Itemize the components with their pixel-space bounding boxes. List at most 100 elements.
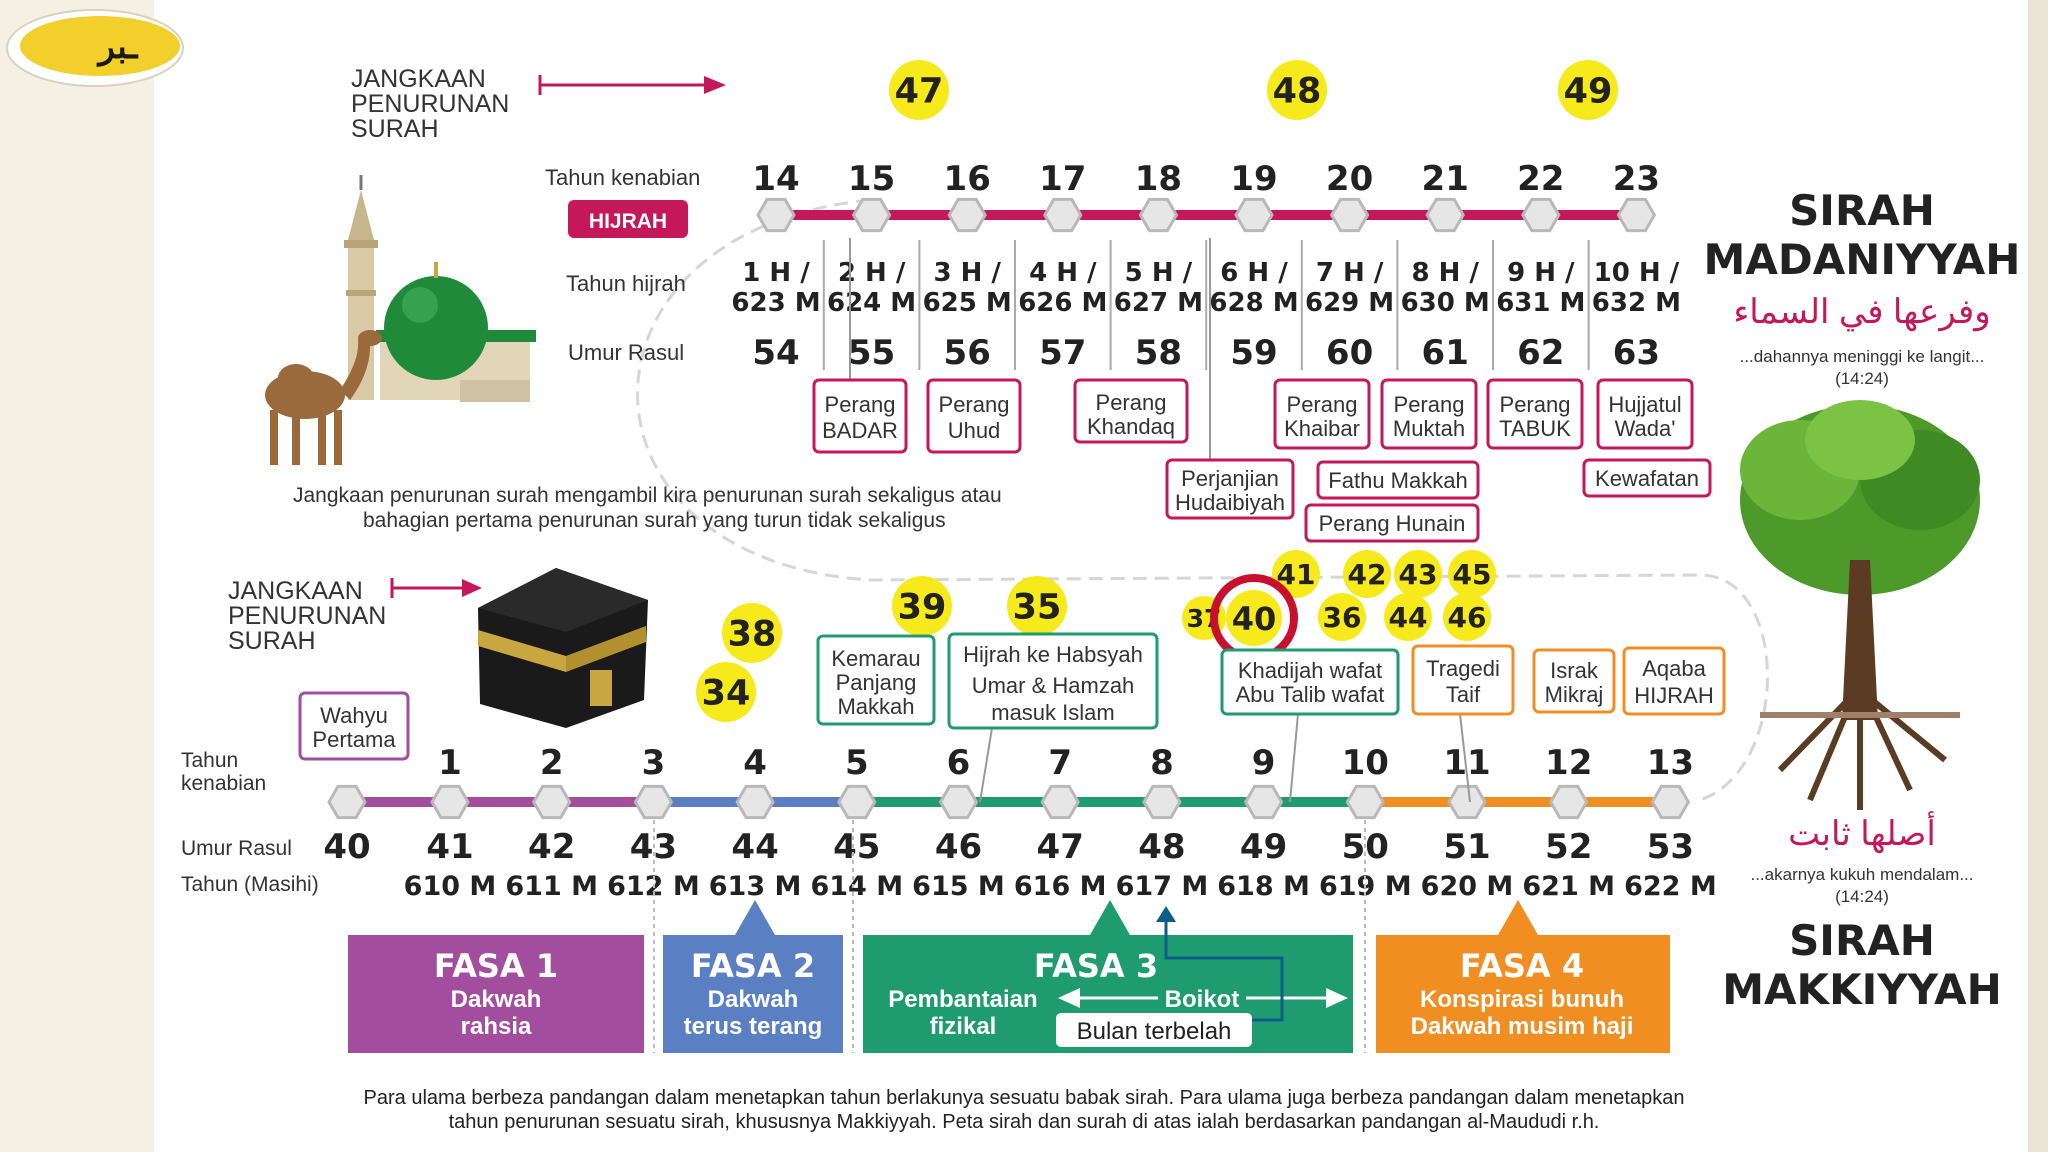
event-perang-muktah: Perang Muktah	[1380, 378, 1478, 450]
svg-text:Khandaq: Khandaq	[1087, 414, 1175, 439]
makki-surah-marker-44: 44	[1384, 593, 1432, 641]
makki-age-47: 47	[1037, 827, 1084, 867]
makki-age-51: 51	[1443, 827, 1490, 867]
svg-text:Perang: Perang	[1287, 392, 1358, 417]
makki-surah-marker-39: 39	[892, 576, 952, 636]
svg-text:42: 42	[1348, 558, 1387, 591]
makki-masihi-5: 614 M	[810, 871, 903, 902]
event-hujjatul-wada: Hujjatul Wada'	[1596, 378, 1694, 450]
madani-masihi-16: 625 M	[923, 288, 1012, 318]
madani-masihi-19: 628 M	[1209, 288, 1298, 318]
makki-surah-marker-43: 43	[1394, 550, 1442, 598]
connecting-dashed-path	[636, 198, 1769, 802]
makki-node-4	[735, 784, 775, 820]
footer-line-1: Para ulama berbeza pandangan dalam menet…	[364, 1087, 1685, 1109]
madani-node-20	[1329, 197, 1370, 233]
makki-age-42: 42	[528, 827, 575, 867]
svg-text:39: 39	[898, 588, 947, 628]
makki-node-1	[430, 784, 470, 820]
makki-quote-ref: (14:24)	[1835, 887, 1889, 906]
footer-line-2: tahun penurunan sesuatu sirah, khususnya…	[449, 1111, 1600, 1133]
logo-badge[interactable]: ـبر	[6, 9, 184, 87]
madani-year-14: 14	[752, 159, 799, 199]
madani-age-61: 61	[1422, 333, 1469, 373]
madani-masihi-21: 630 M	[1401, 288, 1490, 318]
makki-surah-marker-45: 45	[1448, 550, 1496, 598]
madani-hijri-22: 9 H /	[1507, 258, 1575, 288]
makki-range-label: JANGKAAN PENURUNAN SURAH	[228, 577, 386, 655]
makki-masihi-11: 620 M	[1421, 871, 1514, 902]
madani-masihi-22: 631 M	[1496, 288, 1585, 318]
makki-node-13	[1650, 784, 1691, 820]
madani-hijri-16: 3 H /	[933, 258, 1001, 288]
makki-title-2: MAKKIYYAH	[1722, 965, 2001, 1014]
madani-note-line-2: bahagian pertama penurunan surah yang tu…	[363, 509, 946, 532]
madani-year-18: 18	[1135, 159, 1182, 199]
svg-text:PENURUNAN: PENURUNAN	[228, 602, 386, 630]
svg-text:JANGKAAN: JANGKAAN	[351, 65, 486, 93]
madani-node-15	[851, 197, 892, 233]
svg-text:Dakwah: Dakwah	[708, 986, 799, 1013]
makki-masihi-9: 618 M	[1217, 871, 1310, 902]
svg-text:Aqaba: Aqaba	[1642, 656, 1706, 681]
makki-masihi-1: 610 M	[404, 871, 497, 902]
makki-year-10: 10	[1342, 743, 1389, 783]
svg-text:Perang: Perang	[825, 392, 896, 417]
madani-hijri-23: 10 H /	[1594, 258, 1680, 288]
makki-quote: ...akarnya kukuh mendalam...	[1750, 865, 1973, 884]
kaaba-illustration	[478, 568, 648, 728]
makki-masihi-6: 615 M	[912, 871, 1005, 902]
svg-text:Abu Talib wafat: Abu Talib wafat	[1236, 682, 1385, 707]
madani-masihi-20: 629 M	[1305, 288, 1394, 318]
madani-node-14	[756, 197, 796, 233]
madani-age-54: 54	[752, 333, 799, 373]
phase-1: FASA 1 Dakwah rahsia	[348, 935, 644, 1053]
makki-masihi-2: 611 M	[505, 871, 598, 902]
svg-text:46: 46	[1448, 601, 1487, 634]
event-fathu-makkah: Fathu Makkah	[1316, 460, 1480, 500]
madani-node-16	[947, 197, 987, 233]
svg-text:HIJRAH: HIJRAH	[589, 210, 667, 233]
svg-text:FASA 2: FASA 2	[691, 947, 815, 985]
svg-text:38: 38	[728, 615, 777, 655]
makki-year-6: 6	[947, 743, 971, 783]
makki-node-3	[633, 784, 674, 820]
svg-text:Perang: Perang	[1096, 390, 1167, 415]
madani-quote: ...dahannya meninggi ke langit...	[1740, 347, 1985, 366]
madani-range-label: JANGKAAN PENURUNAN SURAH	[351, 65, 509, 143]
madani-events: Perang BADAR Perang Uhud Perang Khandaq …	[812, 238, 1712, 543]
makki-year-7: 7	[1048, 743, 1072, 783]
event-perang-uhud: Perang Uhud	[926, 378, 1022, 454]
event-hijrah-habsyah: Hijrah ke Habsyah Umar & Hamzah masuk Is…	[947, 632, 1159, 803]
svg-text:Hudaibiyah: Hudaibiyah	[1175, 490, 1285, 515]
event-aqaba-hijrah: Aqaba HIJRAH	[1622, 646, 1726, 716]
madani-year-16: 16	[944, 159, 991, 199]
svg-text:fizikal: fizikal	[930, 1013, 997, 1040]
madani-node-19	[1234, 197, 1274, 233]
makki-tahun-kenabian-label: Tahun kenabian	[181, 749, 266, 795]
madani-range-arrow-icon	[538, 75, 726, 95]
svg-text:Taif: Taif	[1446, 682, 1481, 707]
svg-text:rahsia: rahsia	[461, 1013, 532, 1040]
madani-masihi-18: 627 M	[1114, 288, 1203, 318]
svg-text:Wahyu: Wahyu	[320, 703, 388, 728]
phase-3: FASA 3 Pembantaian fizikal Boikot Bulan …	[863, 900, 1353, 1053]
svg-text:Mikraj: Mikraj	[1545, 682, 1604, 707]
makki-year-1: 1	[438, 743, 462, 783]
makki-node-6	[938, 784, 979, 820]
svg-text:BADAR: BADAR	[822, 418, 898, 443]
svg-text:Dakwah: Dakwah	[451, 986, 542, 1013]
madani-age-55: 55	[848, 333, 895, 373]
madani-surah-marker-48: 48	[1267, 60, 1327, 120]
tree-illustration	[1740, 400, 1980, 810]
madani-arabic: وفرعها في السماء	[1733, 293, 1990, 332]
madani-node-22	[1521, 197, 1561, 233]
madani-surah-marker-47: 47	[889, 60, 949, 120]
svg-text:Tragedi: Tragedi	[1426, 656, 1500, 681]
madani-surah-marker-49: 49	[1558, 60, 1618, 120]
svg-text:Pertama: Pertama	[312, 727, 396, 752]
svg-text:Umar & Hamzah: Umar & Hamzah	[972, 673, 1135, 698]
svg-text:Pembantaian: Pembantaian	[888, 986, 1037, 1013]
makki-masihi-13: 622 M	[1624, 871, 1717, 902]
